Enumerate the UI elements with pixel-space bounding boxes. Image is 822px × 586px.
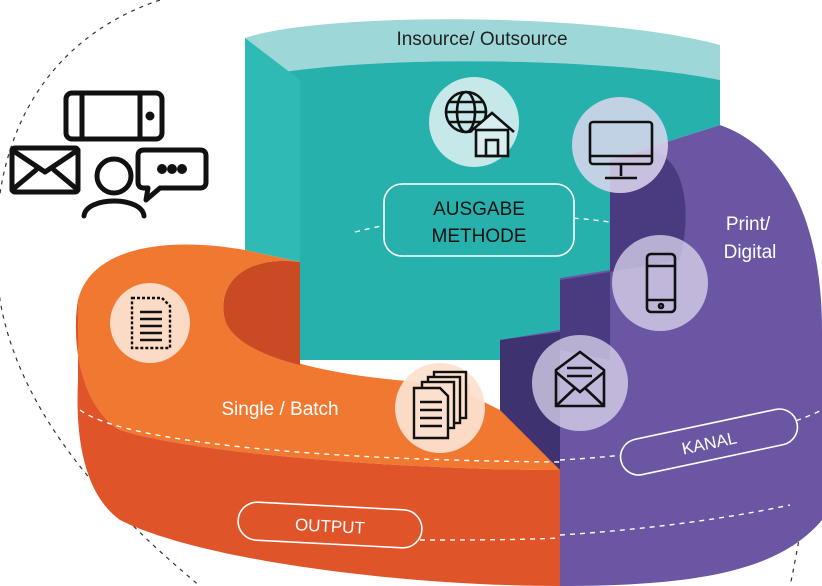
communication-channels-icon [9, 90, 209, 219]
purple-dashed-orbit-low [559, 504, 791, 536]
ausgabe-label: AUSGABE [433, 199, 525, 220]
ausgabe-methode-badge [383, 183, 575, 257]
output-badge [237, 501, 423, 549]
stacked-documents-icon [412, 370, 468, 440]
output-label: OUTPUT [295, 515, 366, 538]
envelope-icon [554, 350, 606, 408]
document-icon [130, 296, 172, 350]
orange-dashed-orbit-low [419, 537, 561, 541]
orange-front-face [75, 300, 561, 586]
orange-inner-face [223, 260, 300, 365]
teal-dashed-orbit [354, 214, 611, 233]
teal-top-face [245, 19, 720, 80]
envelope-icon-circle [532, 335, 628, 431]
monitor-icon [588, 120, 654, 180]
smartphone-icon-circle [612, 235, 708, 331]
digital-label: Digital [724, 242, 777, 263]
purple-segment: Print/ Digital KANAL [500, 97, 822, 586]
teal-left-edge [245, 38, 300, 262]
methode-label: METHODE [432, 226, 527, 247]
outer-dashed-orbit [0, 0, 201, 586]
orange-dashed-orbit [79, 409, 561, 463]
orange-segment: Single / Batch OUTPUT [75, 244, 561, 586]
globe-house-icon [444, 90, 515, 158]
single-batch-label: Single / Batch [221, 399, 338, 420]
purple-outer-face [500, 125, 822, 586]
smartphone-icon [645, 252, 677, 314]
document-icon-circle [110, 283, 190, 363]
print-label: Print/ [726, 214, 771, 235]
insource-outsource-label: Insource/ Outsource [396, 29, 567, 50]
kanal-badge [619, 408, 799, 476]
